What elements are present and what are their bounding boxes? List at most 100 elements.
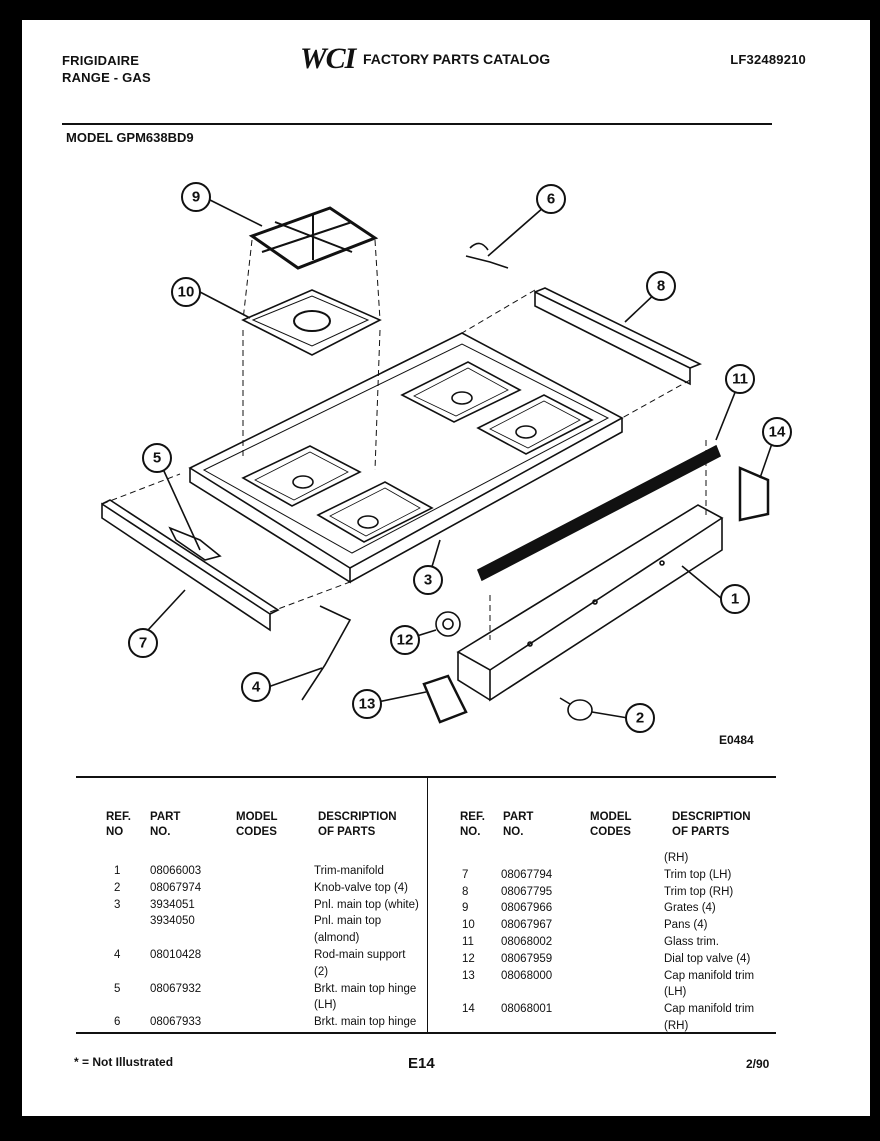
cell-part: 08068000 bbox=[501, 969, 553, 982]
cell-ref: 6 bbox=[114, 1016, 121, 1029]
cap-manifold-trim-rh bbox=[738, 466, 770, 522]
svg-text:10: 10 bbox=[178, 284, 195, 301]
svg-text:4: 4 bbox=[252, 679, 261, 696]
callout-3: 3 bbox=[413, 565, 443, 595]
cell-part: 08067966 bbox=[501, 902, 553, 915]
cell-part: 3934050 bbox=[150, 915, 195, 928]
callout-1: 1 bbox=[720, 584, 750, 614]
burner-pan bbox=[241, 289, 382, 356]
cell-part: 08067795 bbox=[501, 885, 553, 898]
cell-desc: Brkt. main top hinge bbox=[314, 1016, 417, 1029]
callout-12: 12 bbox=[390, 625, 420, 655]
trim-top-rh bbox=[534, 287, 702, 386]
brand-name: FRIGIDAIRE bbox=[62, 53, 140, 68]
cell-desc: Trim-manifold bbox=[314, 865, 384, 877]
cell-ref: 1 bbox=[114, 865, 121, 877]
cell-desc: Dial top valve (4) bbox=[664, 952, 751, 965]
cell-ref: 13 bbox=[462, 969, 475, 982]
callout-13: 13 bbox=[352, 689, 382, 719]
cell-ref: 5 bbox=[114, 982, 121, 995]
cell-part: 08068001 bbox=[501, 1003, 553, 1016]
manifold-trim bbox=[456, 504, 724, 702]
callout-4: 4 bbox=[241, 672, 271, 702]
main-top-panel bbox=[188, 332, 624, 584]
callout-6: 6 bbox=[536, 184, 566, 214]
burner-grate bbox=[248, 206, 379, 270]
cell-desc: (2) bbox=[314, 965, 329, 978]
glass-trim bbox=[476, 444, 722, 582]
cell-part: 08067932 bbox=[150, 982, 202, 995]
table-divider bbox=[427, 776, 428, 1032]
cell-desc: Glass trim. bbox=[664, 936, 719, 948]
cell-desc: Trim top (RH) bbox=[664, 885, 734, 898]
cell-desc: Knob-valve top (4) bbox=[314, 881, 408, 894]
callout-labels: 9 6 10 8 11 14 5 3 1 7 12 4 13 2 bbox=[128, 182, 792, 733]
parts-table bbox=[76, 776, 776, 1034]
cell-part: 08066003 bbox=[150, 865, 202, 877]
valve-dial bbox=[435, 611, 461, 637]
trim-top-lh bbox=[101, 499, 280, 632]
svg-text:2: 2 bbox=[636, 710, 644, 727]
diagram-code: E0484 bbox=[719, 733, 754, 747]
footnote: * = Not Illustrated bbox=[74, 1055, 174, 1069]
callout-8: 8 bbox=[646, 271, 676, 301]
cell-ref: 3 bbox=[114, 898, 121, 911]
svg-text:9: 9 bbox=[192, 189, 200, 206]
svg-text:6: 6 bbox=[547, 191, 555, 208]
valve-knob bbox=[559, 697, 593, 721]
svg-text:1: 1 bbox=[731, 591, 739, 608]
catalog-page bbox=[22, 20, 870, 1116]
cell-desc: Brkt. main top hinge bbox=[314, 982, 417, 995]
cell-desc: Grates (4) bbox=[664, 902, 716, 915]
header-rule bbox=[62, 123, 772, 125]
cell-desc: Rod-main support bbox=[314, 949, 406, 961]
callout-5: 5 bbox=[142, 443, 172, 473]
cell-desc: Cap manifold trim bbox=[664, 1003, 755, 1016]
cell-part: 08067794 bbox=[501, 868, 553, 881]
callout-10: 10 bbox=[171, 277, 201, 307]
cell-part: 3934051 bbox=[150, 898, 195, 911]
cell-part: 08067933 bbox=[150, 1016, 202, 1029]
cell-ref: 11 bbox=[462, 936, 474, 948]
cell-desc: (RH) bbox=[664, 1020, 689, 1032]
product-category: RANGE - GAS bbox=[62, 70, 151, 85]
cap-manifold-trim-lh bbox=[422, 674, 468, 724]
cell-part: 08067974 bbox=[150, 881, 202, 894]
cell-desc: (LH) bbox=[314, 999, 337, 1012]
cell-ref: 2 bbox=[114, 881, 121, 894]
cell-desc: (LH) bbox=[664, 986, 687, 999]
cell-desc: Pnl. main top bbox=[314, 915, 382, 928]
header-ref: REF.NO bbox=[106, 811, 131, 838]
cell-desc: (RH) bbox=[664, 852, 689, 864]
cell-part: 08068002 bbox=[501, 936, 553, 948]
cell-part: 08067967 bbox=[501, 919, 553, 932]
svg-text:7: 7 bbox=[139, 635, 147, 652]
svg-text:8: 8 bbox=[657, 278, 665, 295]
catalog-title: FACTORY PARTS CATALOG bbox=[363, 51, 551, 67]
callout-9: 9 bbox=[181, 182, 211, 212]
cell-desc: Cap manifold trim bbox=[664, 969, 755, 982]
cell-ref: 4 bbox=[114, 949, 121, 961]
cell-ref: 10 bbox=[462, 919, 475, 932]
svg-text:3: 3 bbox=[424, 572, 432, 589]
cell-part: 08067959 bbox=[501, 952, 553, 965]
svg-text:11: 11 bbox=[732, 371, 748, 388]
cell-desc: Pans (4) bbox=[664, 919, 708, 932]
support-rod bbox=[301, 605, 352, 701]
svg-text:14: 14 bbox=[769, 424, 786, 441]
cell-part: 08010428 bbox=[150, 949, 202, 961]
cell-ref: 12 bbox=[462, 952, 475, 965]
cell-desc: (almond) bbox=[314, 932, 360, 945]
exploded-parts-diagram: 9 6 10 8 11 14 5 3 1 7 12 4 13 2 bbox=[101, 182, 792, 733]
callout-2: 2 bbox=[625, 703, 655, 733]
cell-desc: Trim top (LH) bbox=[664, 868, 732, 881]
model-number: MODEL GPM638BD9 bbox=[66, 130, 194, 145]
page-number: E14 bbox=[408, 1055, 435, 1072]
cell-ref: 14 bbox=[462, 1003, 475, 1016]
